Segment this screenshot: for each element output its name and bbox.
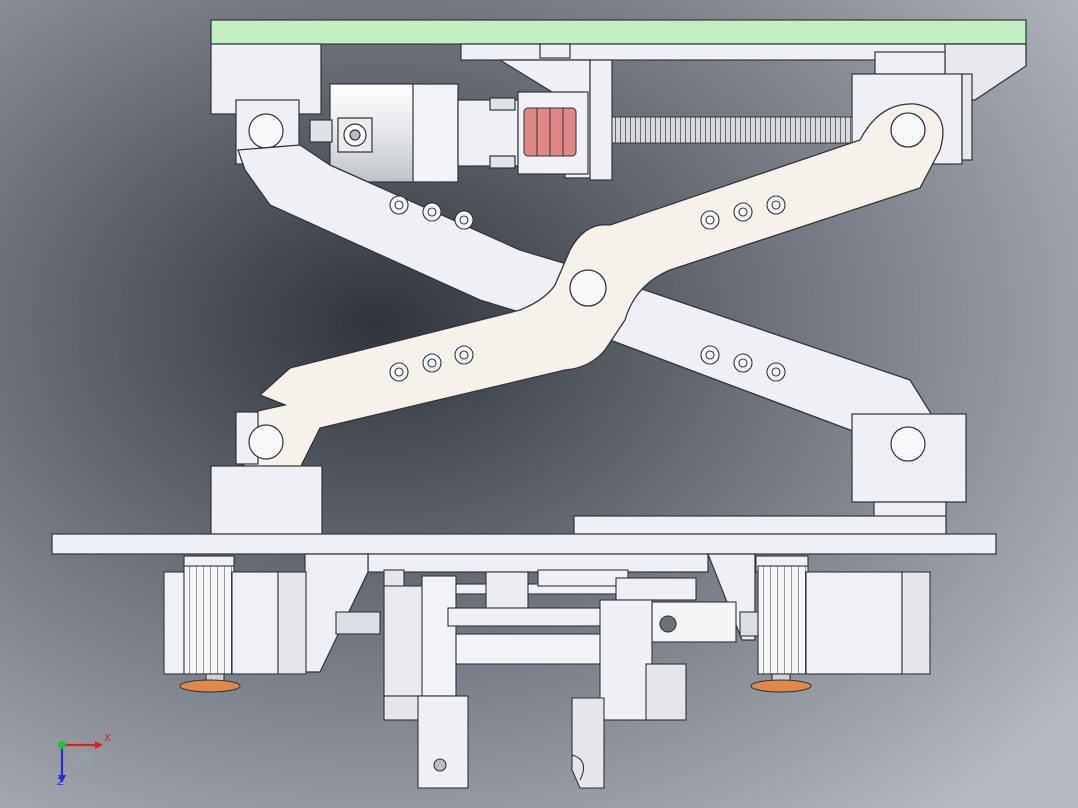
arm-bolt-holes	[389, 195, 786, 382]
left-drive-motor[interactable]	[163, 555, 381, 693]
axis-x-label: X	[104, 733, 111, 744]
lead-screw[interactable]	[611, 116, 853, 144]
axis-z-label: Z	[57, 777, 64, 788]
hinge-pin	[248, 424, 284, 460]
servo-motor[interactable]	[309, 83, 589, 183]
shaft-coupling[interactable]	[523, 107, 577, 157]
top-plate[interactable]	[210, 19, 1027, 45]
motor-mount-plate	[589, 59, 613, 181]
foot-pad	[179, 679, 241, 693]
gripper-mechanism[interactable]	[383, 569, 737, 789]
top-plate-assembly[interactable]	[210, 19, 1027, 181]
hinge-pin	[248, 113, 284, 149]
top-right-pivot-pin[interactable]	[890, 112, 926, 148]
coordinate-triad-icon	[58, 741, 103, 783]
bottom-right-slider-block[interactable]	[851, 413, 967, 527]
top-rail-block	[539, 43, 571, 59]
bottom-rail	[573, 515, 947, 535]
bottom-left-hinge-block[interactable]	[210, 411, 323, 535]
foot-pad	[750, 679, 812, 693]
hinge-pin	[890, 426, 926, 462]
right-drive-motor[interactable]	[739, 555, 931, 693]
top-left-hinge-block[interactable]	[210, 43, 322, 165]
base-plate[interactable]	[51, 533, 997, 555]
center-pivot-pin[interactable]	[569, 269, 607, 307]
